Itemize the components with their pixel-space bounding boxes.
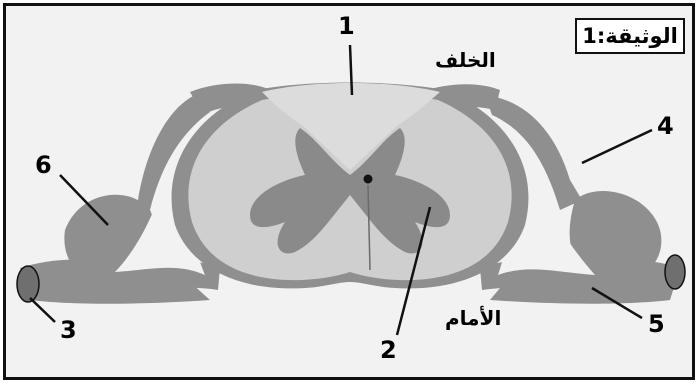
label-3: 3 [60,318,77,342]
label-4: 4 [657,114,674,138]
posterior-label: الخلف [435,50,496,70]
label-1: 1 [338,14,355,38]
anterior-label: الأمام [445,308,501,328]
central-canal [364,175,373,184]
document-title: الوثيقة:1 [575,18,685,54]
right-nerve-cut-end [665,255,685,289]
label-5: 5 [648,312,665,336]
pointer-line-4 [582,130,652,163]
left-nerve-cut-end [17,266,39,302]
label-2: 2 [380,338,397,362]
label-6: 6 [35,153,52,177]
